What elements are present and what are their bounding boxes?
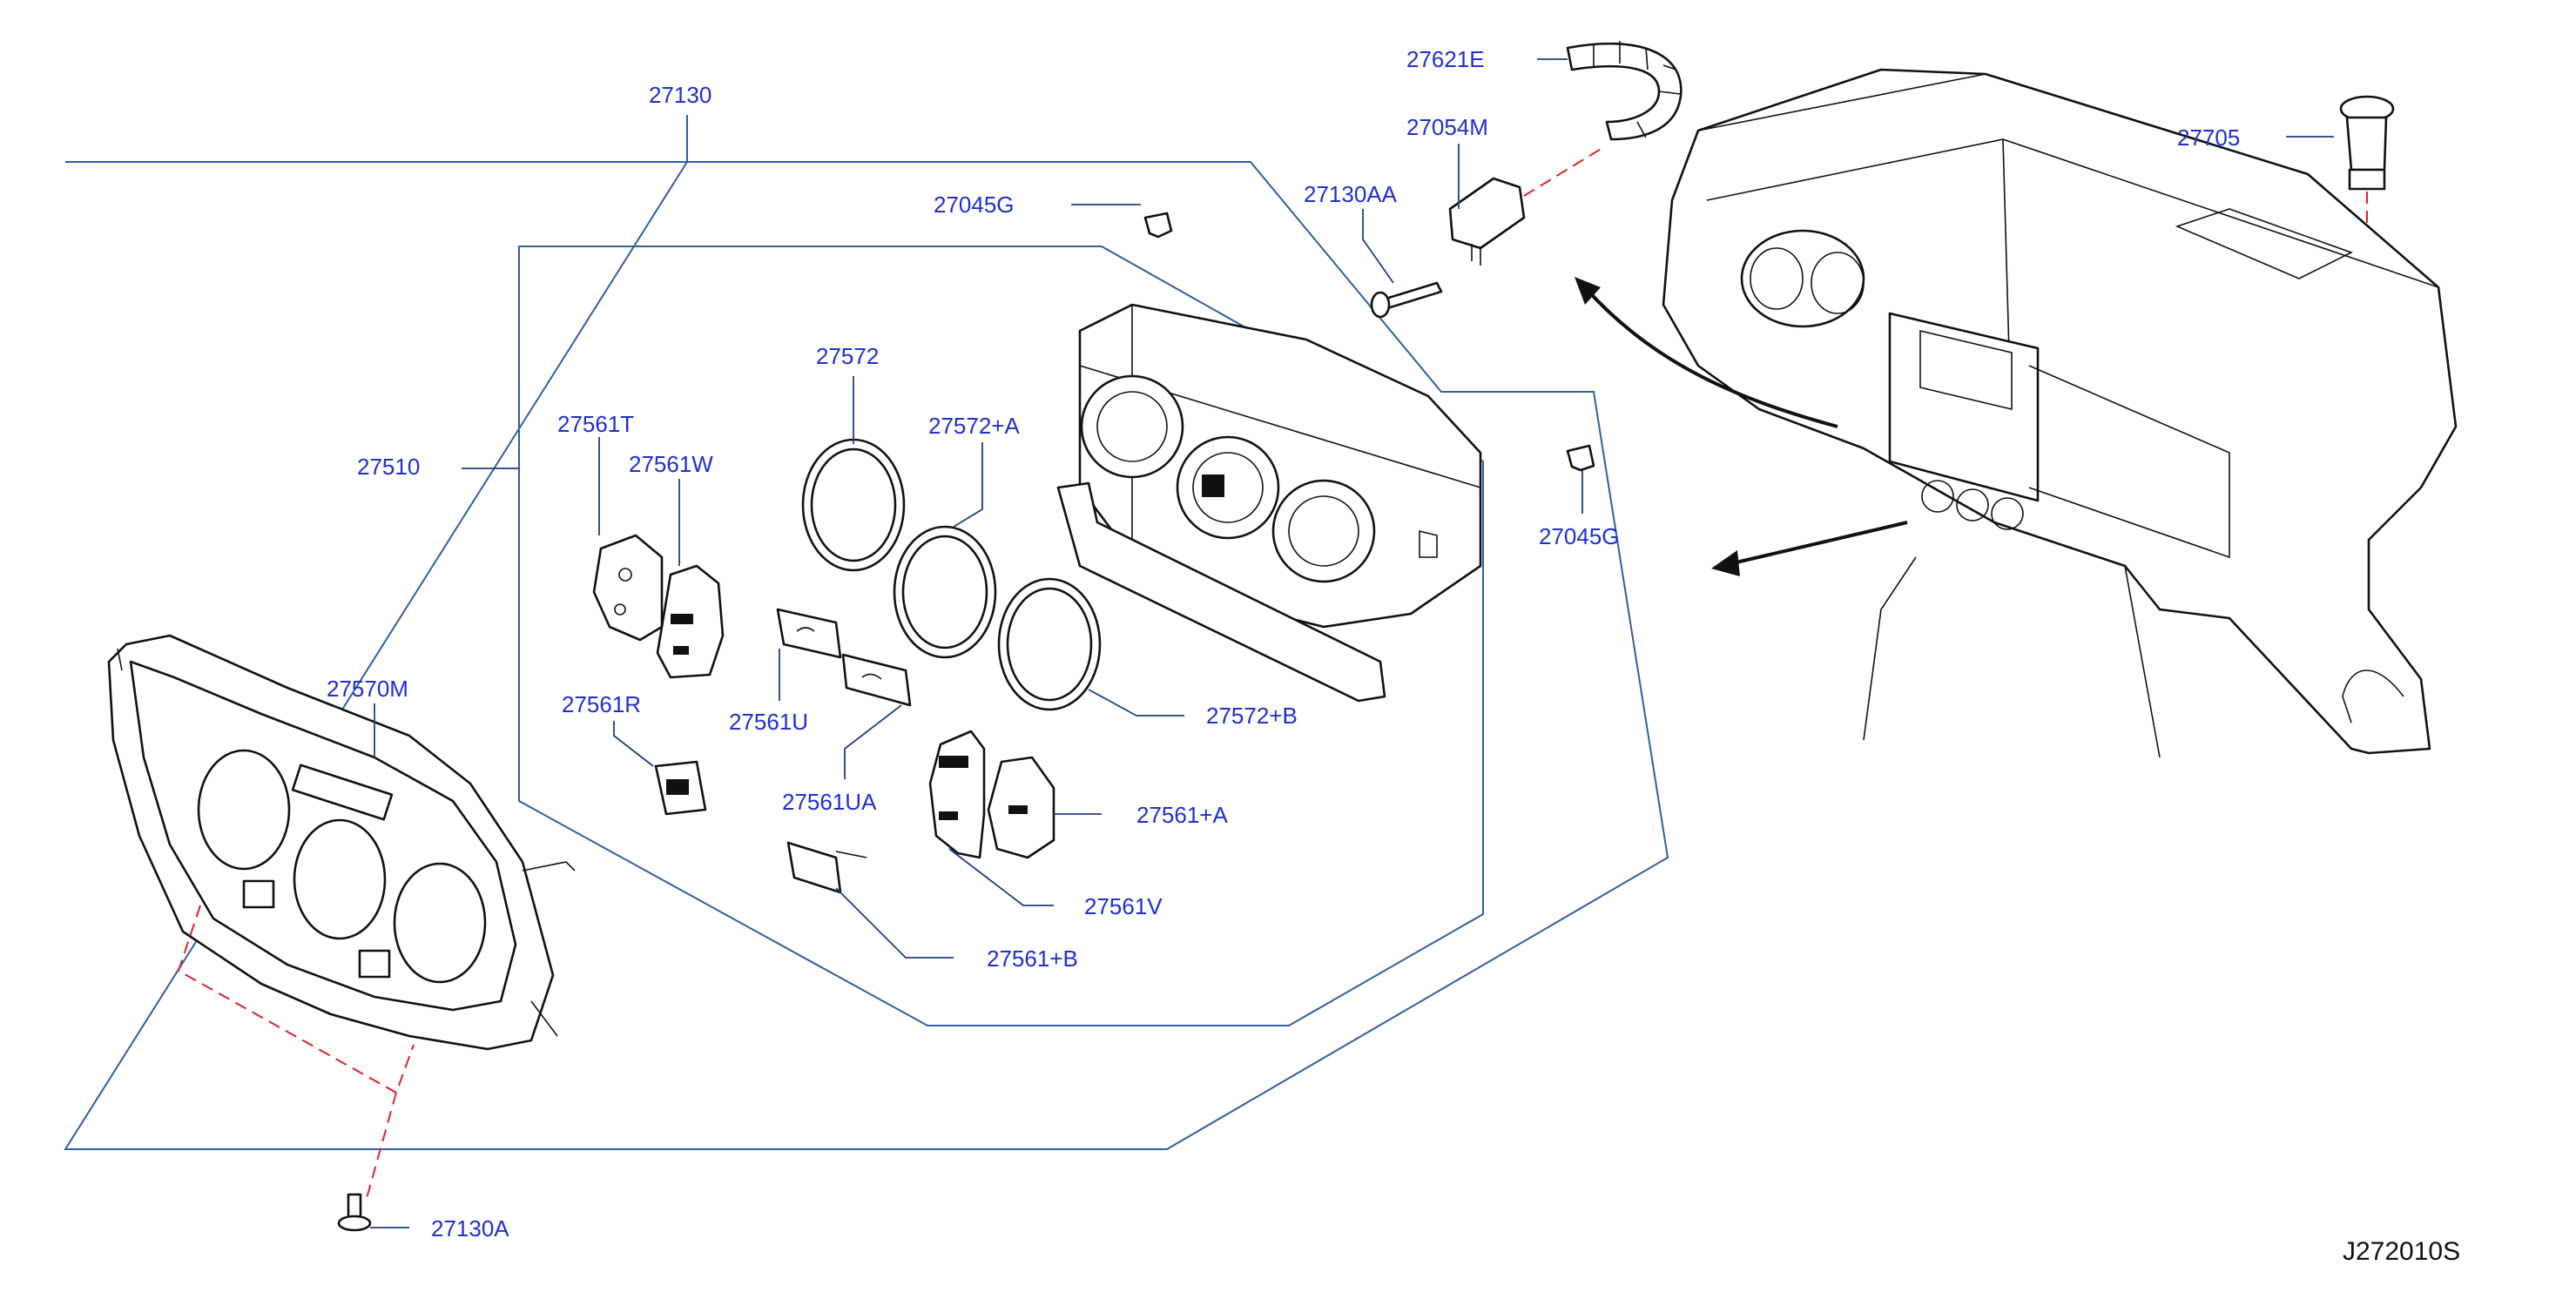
label-27130AA: 27130AA bbox=[1304, 181, 1398, 207]
diagram-code: J272010S bbox=[2343, 1237, 2460, 1266]
leader-27561UA bbox=[844, 704, 902, 779]
leader-27572B bbox=[1088, 689, 1184, 717]
label-27572B: 27572+B bbox=[1206, 703, 1298, 729]
knob-27561A bbox=[987, 756, 1055, 859]
label-27572: 27572 bbox=[816, 343, 879, 369]
label-27561W: 27561W bbox=[629, 451, 713, 477]
label-27561A: 27561+A bbox=[1136, 802, 1228, 828]
label-27130A: 27130A bbox=[431, 1215, 509, 1242]
label-27621E: 27621E bbox=[1406, 46, 1485, 72]
clip-27045G-top bbox=[1143, 212, 1173, 239]
leader-27130AA bbox=[1362, 209, 1394, 284]
dashed-fastener-line-A bbox=[177, 905, 415, 1202]
dashed-hose-line bbox=[1523, 147, 1603, 197]
leader-27561V bbox=[948, 848, 1054, 906]
assembly-outline-27510 bbox=[518, 246, 1484, 1026]
arrowhead-to-control-unit bbox=[1711, 550, 1740, 576]
control-unit-27510 bbox=[1056, 303, 1482, 703]
leader-27561B bbox=[835, 887, 954, 959]
ring-27572 bbox=[801, 438, 906, 572]
arrowhead-to-sensor bbox=[1575, 277, 1601, 305]
ring-27572A bbox=[893, 525, 997, 659]
knob-27561W bbox=[656, 564, 725, 679]
label-27561V: 27561V bbox=[1084, 893, 1163, 919]
label-27705: 27705 bbox=[2177, 124, 2240, 151]
clip-27045G-right bbox=[1566, 444, 1595, 472]
knob-27561T bbox=[592, 534, 664, 642]
finisher-panel-27570M bbox=[107, 634, 576, 1051]
label-27054M: 27054M bbox=[1406, 114, 1488, 140]
sensor-27705 bbox=[2339, 95, 2395, 191]
instrument-panel bbox=[1662, 68, 2458, 758]
aspirator-hose-27621E bbox=[1566, 41, 1682, 141]
leader-27561R bbox=[613, 721, 654, 767]
label-27570M: 27570M bbox=[327, 676, 408, 702]
knob-27561V bbox=[928, 730, 986, 859]
button-27561R bbox=[654, 760, 707, 816]
label-27045G-right: 27045G bbox=[1539, 523, 1620, 549]
leader-27572A bbox=[953, 442, 983, 528]
sensor-27054M bbox=[1448, 177, 1526, 266]
button-27561B bbox=[786, 841, 867, 894]
label-27561B: 27561+B bbox=[987, 945, 1078, 972]
label-27561UA: 27561UA bbox=[782, 789, 877, 815]
assembly-outline-27130 bbox=[64, 115, 1669, 1150]
ring-27572B bbox=[997, 577, 1102, 711]
screw-27130AA bbox=[1370, 281, 1443, 319]
screw-27130A bbox=[337, 1193, 372, 1232]
label-27561R: 27561R bbox=[562, 691, 641, 717]
button-27561UA bbox=[841, 653, 912, 707]
label-27572A: 27572+A bbox=[928, 413, 1020, 439]
arrow-to-sensor bbox=[1583, 286, 1838, 428]
label-27130: 27130 bbox=[649, 82, 711, 108]
button-27561U bbox=[776, 608, 842, 659]
arrow-to-control-unit bbox=[1728, 521, 1908, 566]
label-27045G-top: 27045G bbox=[934, 192, 1015, 218]
label-27561T: 27561T bbox=[557, 411, 634, 437]
label-27561U: 27561U bbox=[729, 709, 808, 735]
label-27510: 27510 bbox=[357, 454, 420, 480]
